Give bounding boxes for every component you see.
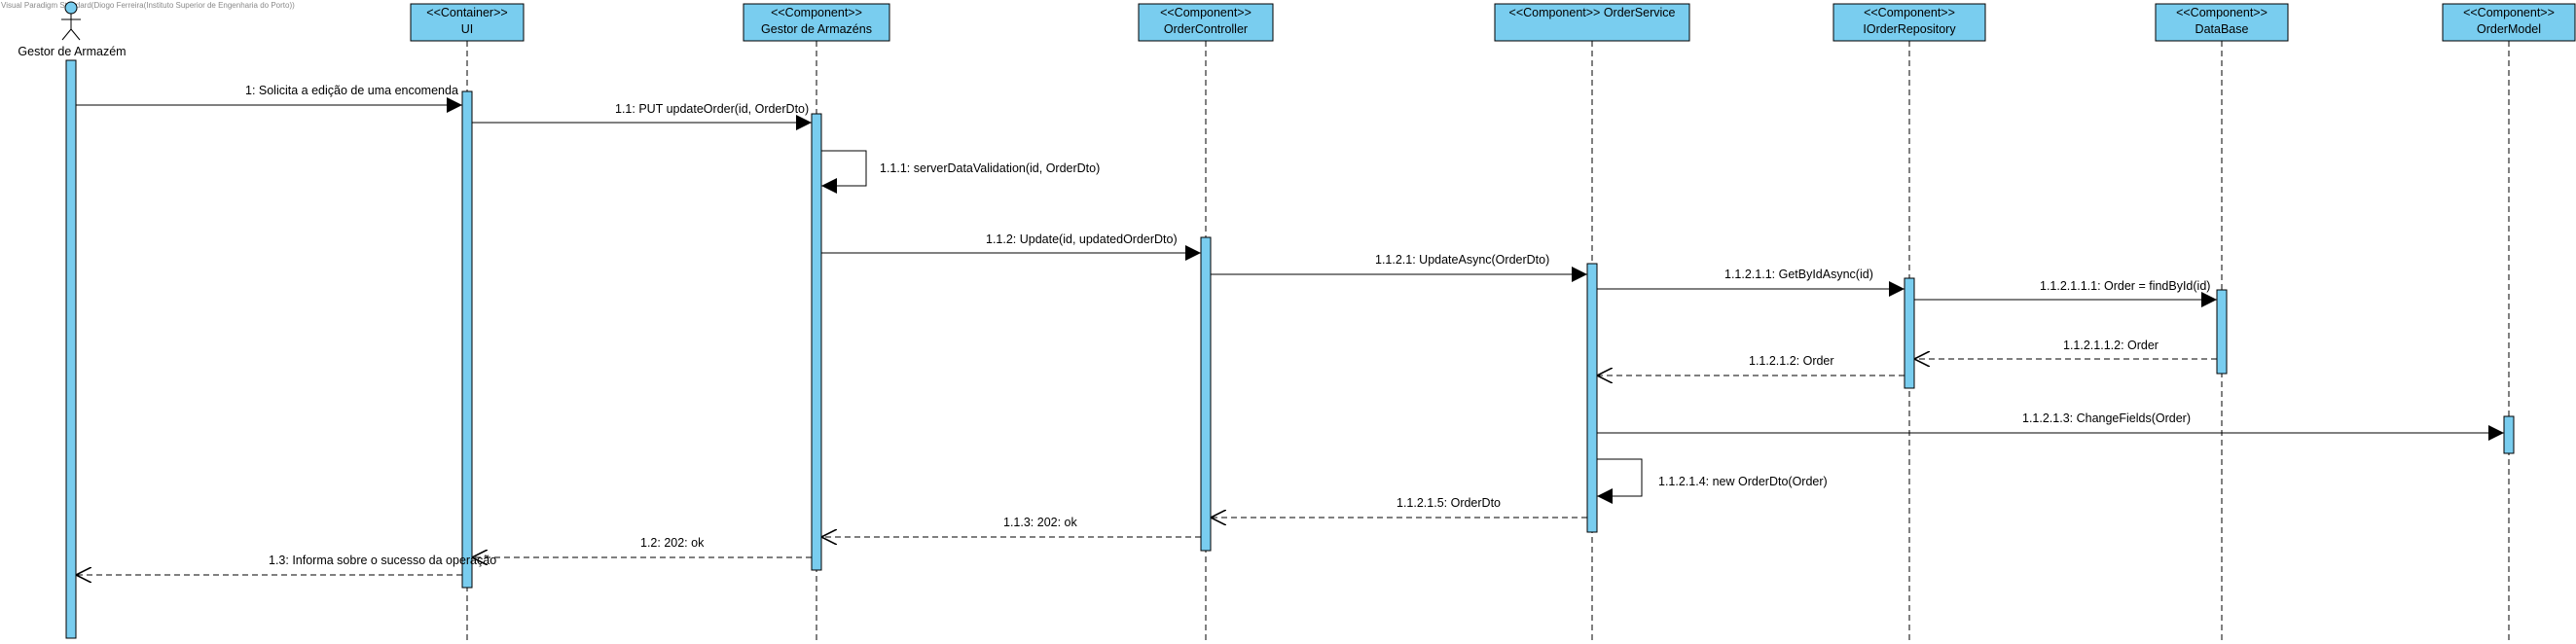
participant-stereotype: <<Component>> OrderService — [1509, 6, 1676, 19]
message[interactable]: 1.1.2.1.2: Order — [1597, 354, 1905, 376]
participant-stereotype: <<Component>> — [771, 6, 862, 19]
message[interactable]: 1.2: 202: ok — [472, 536, 812, 557]
participant-ui[interactable]: <<Container>> UI — [410, 3, 525, 42]
participant-stereotype: <<Component>> — [2176, 6, 2268, 19]
activation-bar — [811, 113, 822, 571]
activation-bar — [1904, 277, 1915, 389]
message-label: 1.1.2.1.1.2: Order — [2063, 339, 2159, 352]
participant-stereotype: <<Component>> — [2463, 6, 2555, 19]
participant-orderservice[interactable]: <<Component>> OrderService — [1494, 3, 1690, 42]
message[interactable]: 1.1.2.1.1.2: Order — [1914, 339, 2217, 359]
activation-bar — [2216, 289, 2228, 375]
message[interactable]: 1.1.2.1: UpdateAsync(OrderDto) — [1211, 253, 1587, 282]
activation-bar — [1200, 236, 1212, 552]
message-label: 1.1.2.1.1: GetByIdAsync(id) — [1724, 268, 1873, 281]
activations-layer — [65, 59, 2515, 639]
message-label: 1.1.1: serverDataValidation(id, OrderDto… — [880, 161, 1100, 175]
message[interactable]: 1.3: Informa sobre o sucesso da operação — [76, 554, 496, 575]
watermark-text: Visual Paradigm Standard(Diogo Ferreira(… — [1, 1, 295, 10]
message-label: 1.1: PUT updateOrder(id, OrderDto) — [615, 102, 809, 116]
participant-name: OrderModel — [2477, 22, 2541, 36]
message[interactable]: 1: Solicita a edição de uma encomenda — [76, 84, 462, 113]
participant-ordercontroller[interactable]: <<Component>> OrderController — [1138, 3, 1274, 42]
participant-name: OrderController — [1164, 22, 1248, 36]
message[interactable]: 1.1.2.1.3: ChangeFields(Order) — [1597, 411, 2504, 441]
self-message-arrow — [821, 150, 867, 194]
participant-name: UI — [461, 22, 474, 36]
activation-bar — [2503, 415, 2515, 454]
message-label: 1.2: 202: ok — [640, 536, 705, 550]
actor-head-icon — [64, 1, 78, 15]
activation-bar — [461, 90, 473, 589]
actor-left-leg-icon — [61, 28, 72, 41]
message[interactable]: 1.1.2.1.1: GetByIdAsync(id) — [1597, 268, 1905, 297]
message-label: 1.3: Informa sobre o sucesso da operação — [269, 554, 496, 567]
message-label: 1.1.2.1.3: ChangeFields(Order) — [2022, 411, 2191, 425]
message[interactable]: 1.1.1: serverDataValidation(id, OrderDto… — [821, 150, 1100, 194]
message[interactable]: 1.1.2.1.1.1: Order = findById(id) — [1914, 279, 2217, 307]
participant-database[interactable]: <<Component>> DataBase — [2155, 3, 2289, 42]
participant-name: DataBase — [2195, 22, 2249, 36]
participant-name: IOrderRepository — [1863, 22, 1956, 36]
participant-stereotype: <<Component>> — [1864, 6, 1955, 19]
message-label: 1.1.2.1.4: new OrderDto(Order) — [1658, 475, 1828, 488]
self-message-arrow — [1597, 458, 1643, 504]
participant-stereotype: <<Container>> — [426, 6, 507, 19]
actor-right-leg-icon — [70, 28, 81, 41]
participant-iorderrepository[interactable]: <<Component>> IOrderRepository — [1832, 3, 1986, 42]
message-label: 1.1.2.1: UpdateAsync(OrderDto) — [1375, 253, 1549, 267]
message[interactable]: 1.1.2.1.4: new OrderDto(Order) — [1597, 458, 1828, 504]
actor-gestor-de-armazem[interactable]: Gestor de Armazém — [18, 1, 127, 58]
messages-layer: 1: Solicita a edição de uma encomenda 1.1… — [76, 84, 2504, 575]
message-label: 1.1.2.1.5: OrderDto — [1397, 496, 1501, 510]
message-label: 1.1.2.1.2: Order — [1749, 354, 1834, 368]
message[interactable]: 1.1.2: Update(id, updatedOrderDto) — [821, 233, 1201, 261]
activation-bar — [65, 59, 77, 639]
actor-name: Gestor de Armazém — [18, 45, 126, 58]
message-label: 1.1.2: Update(id, updatedOrderDto) — [986, 233, 1178, 246]
message[interactable]: 1.1.3: 202: ok — [821, 516, 1201, 537]
participant-stereotype: <<Component>> — [1160, 6, 1252, 19]
participant-name: Gestor de Armazéns — [761, 22, 872, 36]
lifelines-layer — [466, 41, 2510, 642]
message-label: 1.1.2.1.1.1: Order = findById(id) — [2040, 279, 2210, 293]
message[interactable]: 1.1: PUT updateOrder(id, OrderDto) — [472, 102, 812, 130]
message-label: 1: Solicita a edição de uma encomenda — [245, 84, 458, 97]
participant-ordermodel[interactable]: <<Component>> OrderModel — [2442, 3, 2576, 42]
participant-gestor-de-armazens[interactable]: <<Component>> Gestor de Armazéns — [743, 3, 890, 42]
message-label: 1.1.3: 202: ok — [1003, 516, 1078, 529]
message[interactable]: 1.1.2.1.5: OrderDto — [1211, 496, 1587, 518]
activation-bar — [1586, 263, 1598, 533]
